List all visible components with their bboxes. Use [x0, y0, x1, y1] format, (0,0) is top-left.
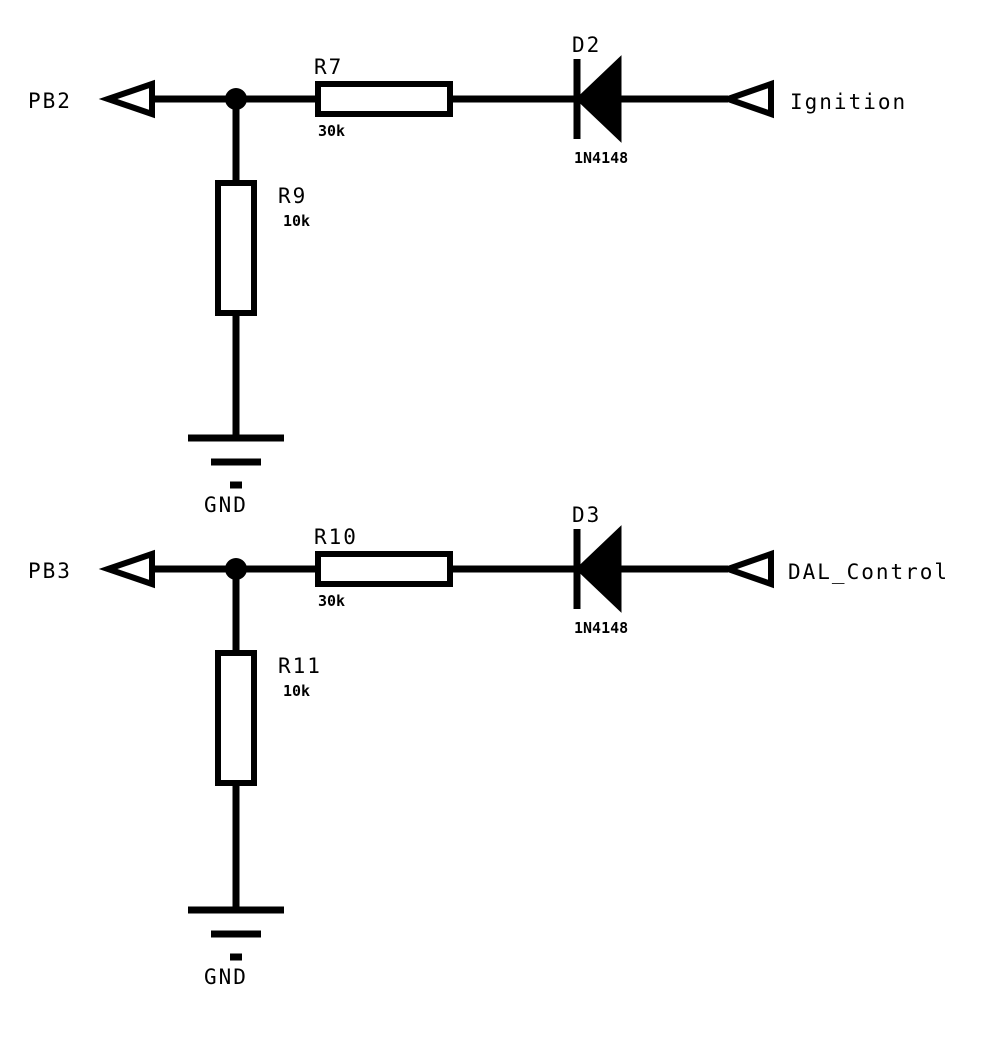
- port-dal-control-label: DAL_Control: [788, 560, 949, 584]
- port-pb2-symbol: [98, 79, 155, 119]
- resistor-r10-ref: R10: [314, 525, 358, 549]
- resistor-r9-value: 10k: [283, 212, 310, 230]
- port-ignition-label: Ignition: [790, 90, 907, 114]
- resistor-r10-symbol: [315, 551, 453, 587]
- ground-label: GND: [204, 493, 248, 517]
- port-pb3-symbol: [98, 549, 155, 589]
- diode-d3-symbol: [575, 525, 622, 613]
- resistor-r11-ref: R11: [278, 654, 322, 678]
- port-ignition-symbol: [718, 79, 774, 119]
- port-pb3-label: PB3: [28, 559, 72, 583]
- resistor-r7-symbol: [315, 81, 453, 117]
- diode-d2-part: 1N4148: [574, 149, 628, 167]
- resistor-r10-value: 30k: [318, 592, 345, 610]
- diode-d2-ref: D2: [572, 33, 601, 57]
- ground-symbol: [188, 434, 284, 489]
- resistor-r7-value: 30k: [318, 122, 345, 140]
- circuit-1: PB2 R7 30k D2 1N4148 Ignition R9 10k: [28, 33, 907, 517]
- circuit-2: PB3 R10 30k D3 1N4148 DAL_Control R11 10…: [28, 503, 949, 989]
- ground-symbol: [188, 906, 284, 961]
- port-dal-control-symbol: [718, 549, 774, 589]
- resistor-r9-symbol: [215, 180, 257, 316]
- resistor-r11-symbol: [215, 650, 257, 786]
- diode-d2-symbol: [575, 55, 622, 143]
- resistor-r9-ref: R9: [278, 184, 307, 208]
- diode-d3-part: 1N4148: [574, 619, 628, 637]
- port-pb2-label: PB2: [28, 89, 72, 113]
- resistor-r7-ref: R7: [314, 55, 343, 79]
- ground-label: GND: [204, 965, 248, 989]
- resistor-r11-value: 10k: [283, 682, 310, 700]
- diode-d3-ref: D3: [572, 503, 601, 527]
